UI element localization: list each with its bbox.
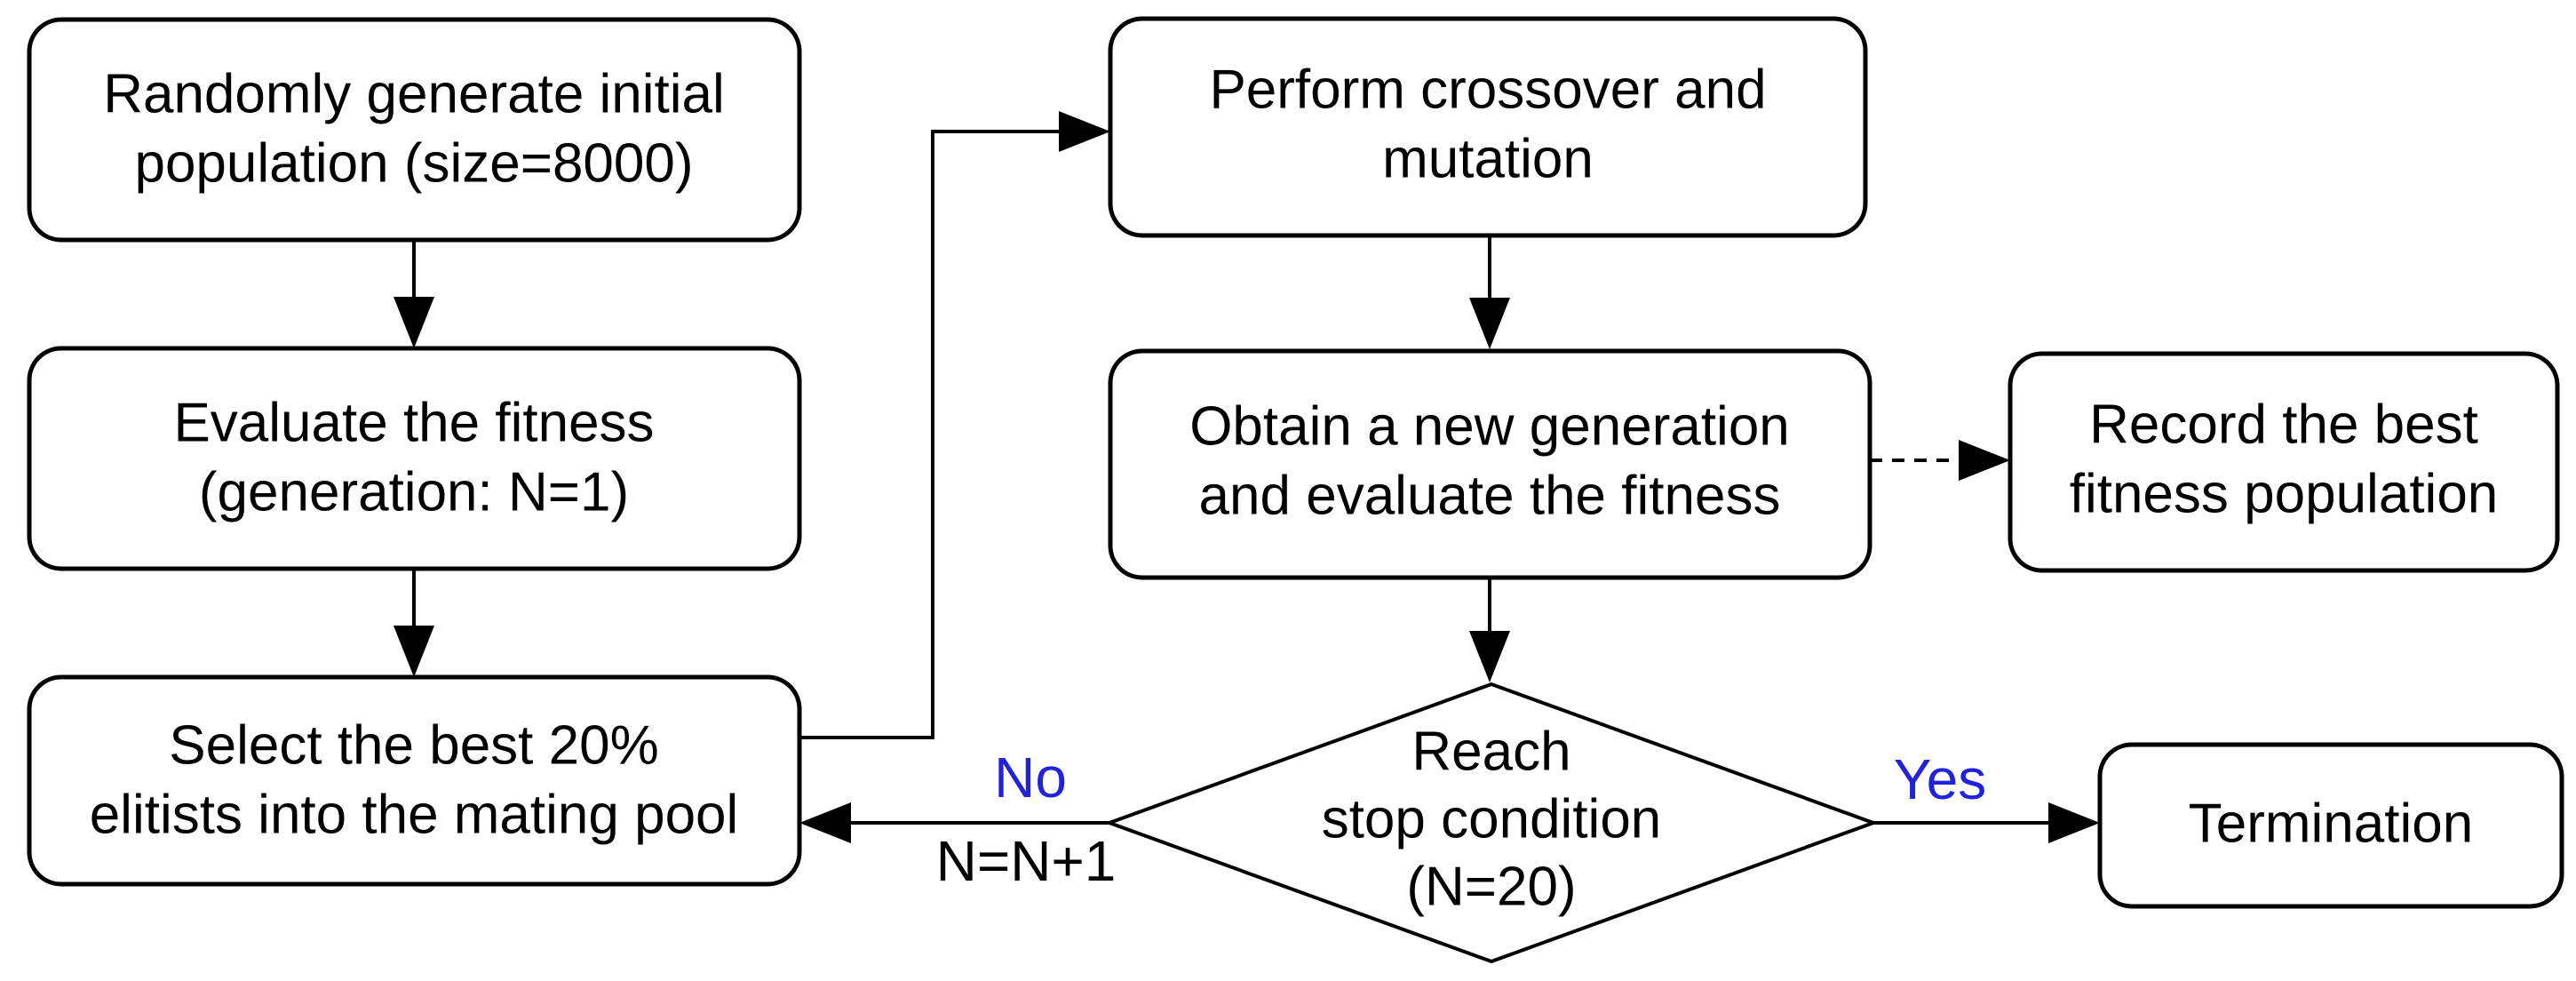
yes-branch-label: Yes bbox=[1894, 747, 1986, 811]
generate-label-line2: population (size=8000) bbox=[134, 132, 693, 194]
evaluate-label-line2: (generation: N=1) bbox=[199, 461, 629, 522]
crossover-label-line2: mutation bbox=[1382, 128, 1594, 189]
generate-label-line1: Randomly generate initial bbox=[103, 63, 725, 124]
node-generate-initial-population: Randomly generate initial population (si… bbox=[27, 17, 802, 243]
arrow-crossover-to-obtain bbox=[1469, 235, 1510, 349]
node-termination: Termination bbox=[2097, 742, 2564, 909]
obtain-label-line1: Obtain a new generation bbox=[1189, 395, 1790, 457]
arrow-evaluate-to-select bbox=[394, 569, 434, 677]
select-label-line2: elitists into the mating pool bbox=[90, 784, 739, 845]
evaluate-box bbox=[27, 346, 802, 571]
record-label-line1: Record the best bbox=[2089, 394, 2478, 455]
select-box bbox=[27, 674, 802, 887]
node-select-elitists: Select the best 20% elitists into the ma… bbox=[27, 674, 802, 887]
termination-label: Termination bbox=[2189, 793, 2473, 854]
obtain-label-line2: and evaluate the fitness bbox=[1199, 465, 1781, 526]
crossover-label-line1: Perform crossover and bbox=[1209, 59, 1766, 120]
node-evaluate-fitness: Evaluate the fitness (generation: N=1) bbox=[27, 346, 802, 571]
crossover-box bbox=[1108, 16, 1868, 238]
yes-arrow-decision-to-termination bbox=[1873, 802, 2100, 843]
no-arrow-decision-to-select bbox=[799, 802, 1109, 843]
arrow-generate-to-evaluate bbox=[394, 240, 434, 348]
decision-label-line2: stop condition bbox=[1322, 788, 1662, 849]
loop-counter-label: N=N+1 bbox=[936, 829, 1117, 893]
record-label-line2: fitness population bbox=[2070, 463, 2499, 524]
node-stop-condition-decision: Reach stop condition (N=20) bbox=[1104, 682, 1879, 964]
decision-diamond bbox=[1104, 682, 1879, 964]
node-record-best-fitness: Record the best fitness population bbox=[2008, 351, 2560, 573]
decision-label-line3: (N=20) bbox=[1406, 856, 1576, 917]
record-box bbox=[2008, 351, 2560, 573]
arrow-obtain-to-decision bbox=[1469, 578, 1510, 682]
obtain-box bbox=[1108, 348, 1872, 580]
no-branch-label: No bbox=[994, 746, 1067, 810]
node-crossover-mutation: Perform crossover and mutation bbox=[1108, 16, 1868, 238]
select-label-line1: Select the best 20% bbox=[169, 714, 658, 776]
decision-label-line1: Reach bbox=[1411, 721, 1570, 782]
termination-box bbox=[2097, 742, 2564, 909]
evaluate-label-line1: Evaluate the fitness bbox=[173, 392, 654, 453]
generate-box bbox=[27, 17, 802, 243]
loop-arrow-select-to-crossover bbox=[799, 111, 1110, 739]
dashed-arrow-obtain-to-record bbox=[1870, 440, 2010, 481]
node-obtain-new-generation: Obtain a new generation and evaluate the… bbox=[1108, 348, 1872, 580]
